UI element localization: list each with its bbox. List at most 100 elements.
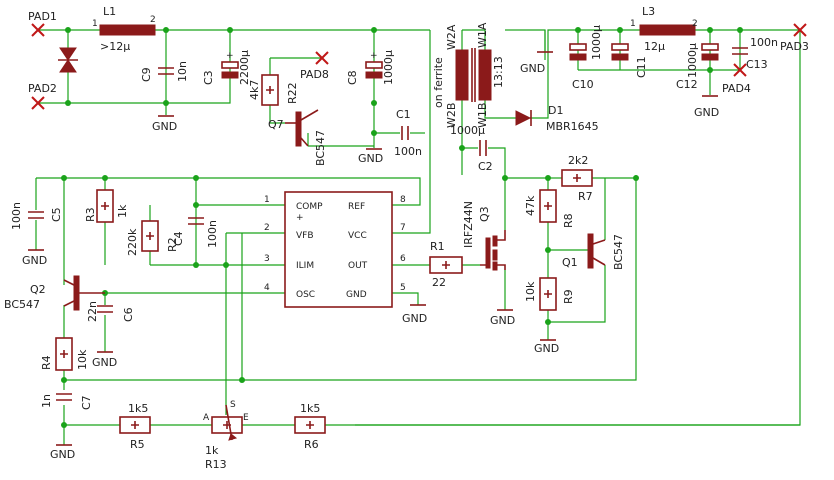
resistor-r8: 47k R8 <box>524 189 575 228</box>
capacitor-c8: + C8 1000µ <box>346 50 395 85</box>
svg-text:R13: R13 <box>205 458 227 471</box>
resistor-r1: R1 22 <box>429 240 463 289</box>
capacitor-c2: C2 1000µ <box>450 124 493 173</box>
svg-text:PAD3: PAD3 <box>780 40 809 53</box>
pad2: PAD2 <box>28 82 57 110</box>
svg-text:C1: C1 <box>396 108 411 121</box>
transistor-q2: Q2 BC547 <box>4 275 105 311</box>
svg-text:+: + <box>296 213 304 223</box>
svg-text:GND: GND <box>50 448 75 461</box>
svg-text:1k5: 1k5 <box>128 402 148 415</box>
svg-text:1: 1 <box>92 19 98 29</box>
svg-text:GND: GND <box>22 254 47 267</box>
svg-text:C11: C11 <box>635 56 648 78</box>
pad8: PAD8 <box>300 51 329 81</box>
ground-symbols: GND GND GND GND GND GND GND GND GND GND <box>22 30 719 461</box>
svg-text:Q1: Q1 <box>562 256 578 269</box>
capacitor-c6: C6 22n <box>86 301 135 322</box>
svg-text:GND: GND <box>520 62 545 75</box>
resistor-r7: 2k2 R7 <box>561 154 593 203</box>
svg-text:OSC: OSC <box>296 290 315 300</box>
resistor-r6: 1k5 R6 <box>294 402 326 451</box>
svg-text:REF: REF <box>348 202 365 212</box>
svg-text:GND: GND <box>490 314 515 327</box>
svg-text:BC547: BC547 <box>612 234 625 270</box>
svg-text:ILIM: ILIM <box>296 261 314 271</box>
svg-text:1000µ: 1000µ <box>450 124 485 137</box>
capacitor-c7: C7 1n <box>40 393 93 410</box>
svg-text:4: 4 <box>264 283 270 293</box>
svg-text:BC547: BC547 <box>4 298 40 311</box>
svg-text:IRFZ44N: IRFZ44N <box>462 201 475 248</box>
capacitor-c3: + C3 2200µ <box>202 50 251 85</box>
svg-text:6: 6 <box>400 254 406 264</box>
capacitor-c4: C4 100n <box>172 217 219 248</box>
svg-text:VFB: VFB <box>296 231 314 241</box>
transistor-q7: Q7 BC547 <box>268 109 327 166</box>
svg-text:1: 1 <box>630 19 636 29</box>
svg-text:5: 5 <box>400 283 406 293</box>
svg-text:R7: R7 <box>578 190 593 203</box>
capacitor-c11: C11 <box>611 43 648 78</box>
svg-text:GND: GND <box>152 120 177 133</box>
svg-text:C7: C7 <box>80 395 93 410</box>
resistor-r5: 1k5 R5 <box>119 402 151 451</box>
svg-text:13:13: 13:13 <box>492 56 505 88</box>
svg-text:10n: 10n <box>176 61 189 82</box>
svg-text:2: 2 <box>150 15 156 25</box>
svg-text:8: 8 <box>400 195 406 205</box>
potentiometer-r13: A E S 1k R13 <box>203 400 249 471</box>
transistor-q3: IRFZ44N Q3 <box>462 201 506 271</box>
pad1: PAD1 <box>28 10 57 37</box>
resistor-r2: R2 220k <box>126 220 179 256</box>
svg-text:R5: R5 <box>130 438 145 451</box>
resistor-r3: R3 1k <box>84 189 129 223</box>
svg-text:GND: GND <box>346 290 367 300</box>
svg-text:2: 2 <box>264 223 270 233</box>
svg-text:1000µ: 1000µ <box>382 50 395 85</box>
svg-text:C3: C3 <box>202 70 215 85</box>
svg-text:GND: GND <box>694 106 719 119</box>
svg-text:C9: C9 <box>140 67 153 82</box>
svg-text:OUT: OUT <box>348 261 368 271</box>
svg-text:1k: 1k <box>205 444 219 457</box>
svg-text:4k7: 4k7 <box>248 80 261 100</box>
svg-text:PAD4: PAD4 <box>722 82 751 95</box>
svg-text:100n: 100n <box>394 145 422 158</box>
svg-text:+: + <box>226 51 234 61</box>
svg-text:100n: 100n <box>206 220 219 248</box>
svg-text:PAD1: PAD1 <box>28 10 57 23</box>
capacitor-c9: C9 10n <box>140 61 189 82</box>
capacitor-c1: C1 100n <box>394 108 422 158</box>
svg-text:R8: R8 <box>562 213 575 228</box>
svg-text:C6: C6 <box>122 307 135 322</box>
svg-text:C2: C2 <box>478 160 493 173</box>
junctions <box>61 27 743 428</box>
capacitor-c5: C5 100n <box>10 202 63 230</box>
svg-text:A: A <box>203 413 210 423</box>
inductor-l1: L1 >12µ 1 2 <box>92 5 156 53</box>
svg-text:1000µ: 1000µ <box>686 43 699 78</box>
svg-text:COMP: COMP <box>296 202 323 212</box>
svg-text:>12µ: >12µ <box>100 40 130 53</box>
svg-text:L3: L3 <box>642 5 655 18</box>
svg-text:C4: C4 <box>172 231 185 246</box>
svg-text:1: 1 <box>264 195 270 205</box>
svg-text:R1: R1 <box>430 240 445 253</box>
svg-text:47k: 47k <box>524 195 537 216</box>
svg-text:GND: GND <box>358 152 383 165</box>
svg-text:MBR1645: MBR1645 <box>546 120 599 133</box>
resistor-r22: R22 4k7 <box>248 74 299 106</box>
svg-text:Q7: Q7 <box>268 118 284 131</box>
svg-text:W2A: W2A <box>445 24 458 50</box>
controller-ic: + COMP VFB ILIM OSC GND OUT VCC REF 1 2 … <box>264 191 406 308</box>
svg-text:2200µ: 2200µ <box>238 50 251 85</box>
svg-text:R22: R22 <box>286 82 299 104</box>
pad3: PAD3 <box>780 23 809 53</box>
svg-text:W2B: W2B <box>445 103 458 128</box>
pad4: PAD4 <box>722 63 751 95</box>
svg-text:+: + <box>370 51 378 61</box>
svg-text:10k: 10k <box>524 281 537 302</box>
svg-text:Q2: Q2 <box>30 283 46 296</box>
